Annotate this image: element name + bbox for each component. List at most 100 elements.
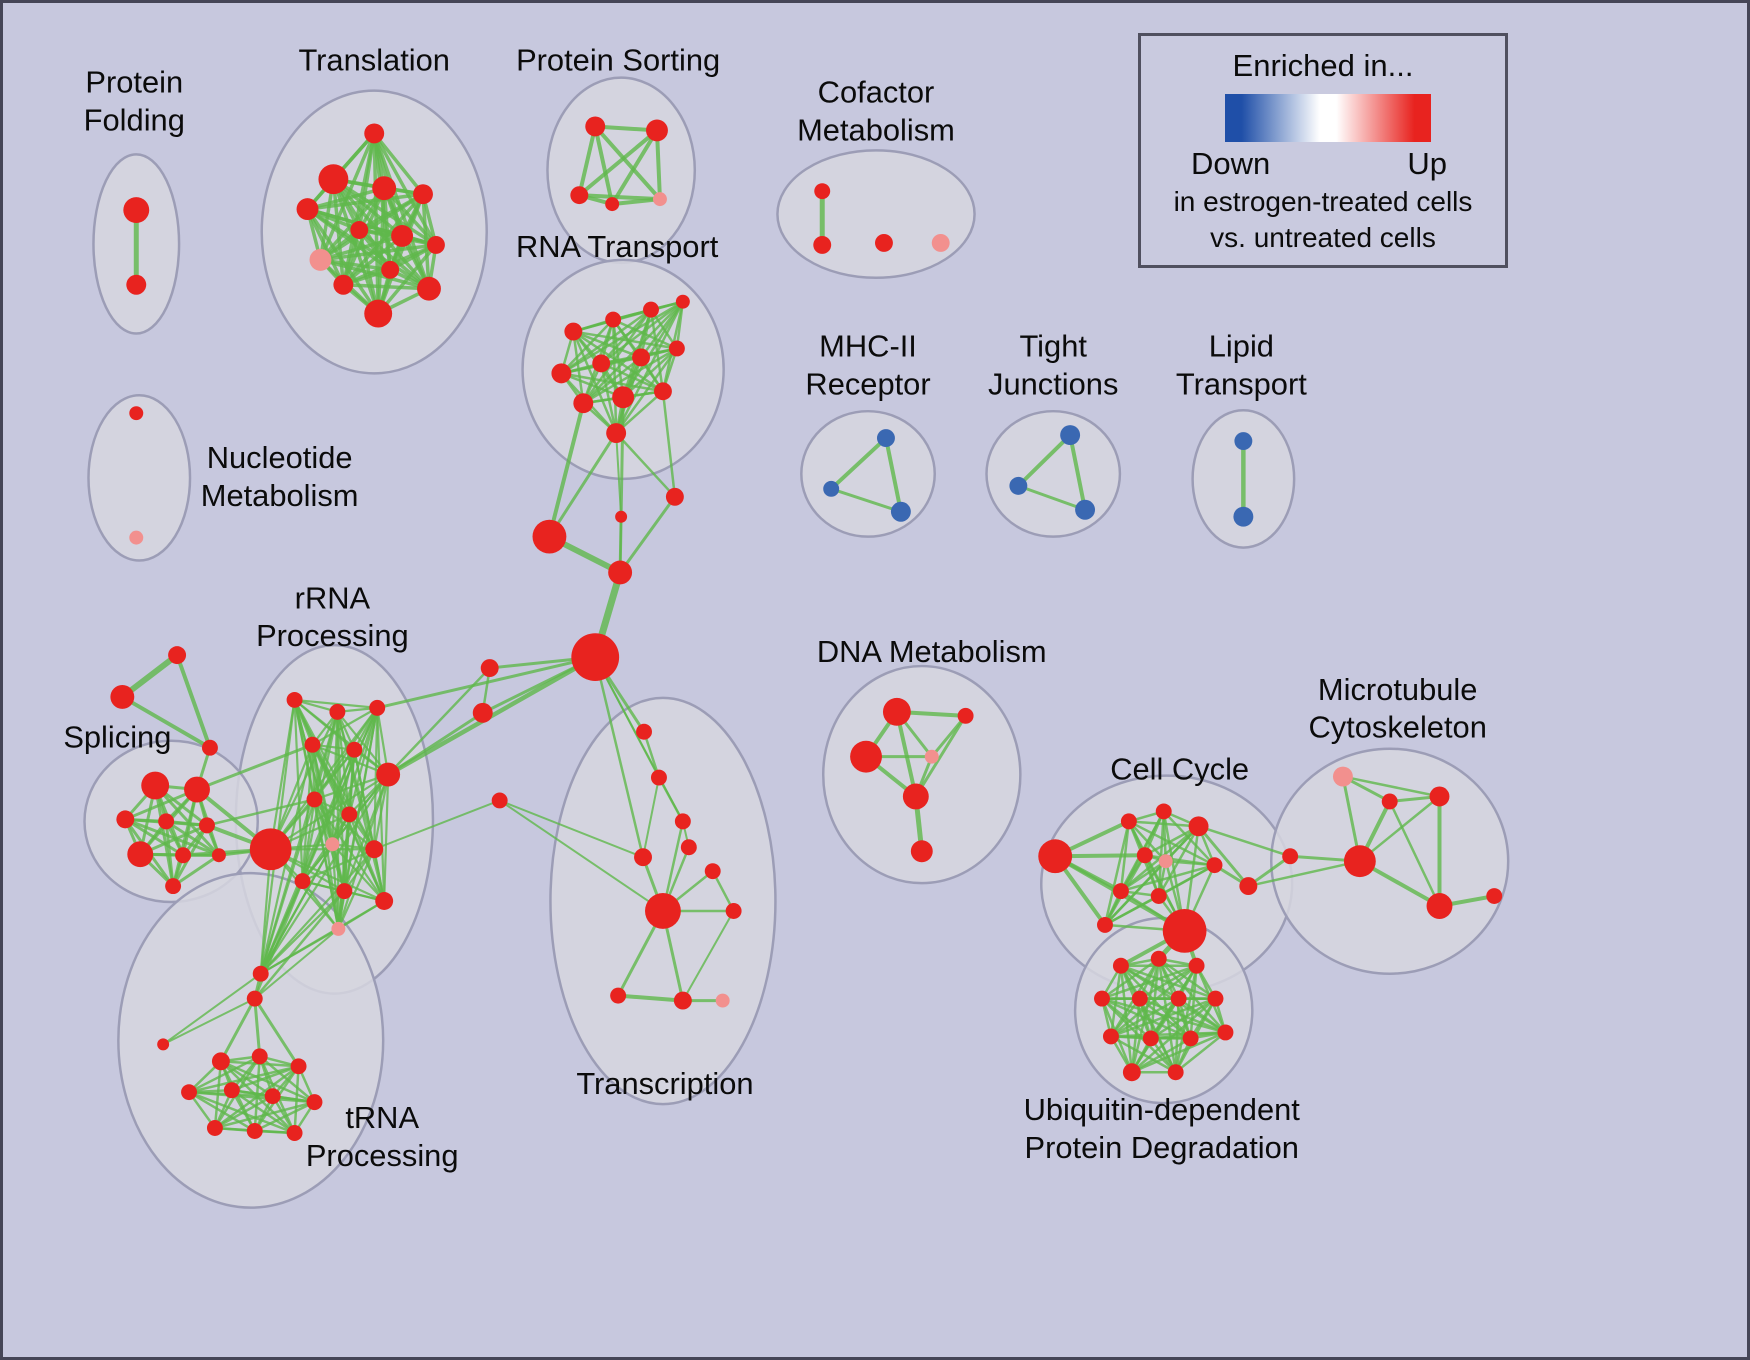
cluster-label-nucleotide-metabolism: Nucleotide	[207, 440, 353, 475]
edge	[1177, 997, 1227, 1034]
node-cc8	[1112, 883, 1129, 900]
node-cc4	[1188, 816, 1209, 837]
cluster-label-protein-folding: Folding	[84, 102, 185, 137]
node-t8	[391, 225, 414, 247]
edge	[1119, 820, 1131, 893]
node-tn5	[223, 1082, 240, 1099]
node-d1	[882, 697, 911, 726]
edge	[582, 347, 679, 405]
node-lt1	[1234, 432, 1253, 451]
node-c1	[665, 487, 684, 506]
edge	[123, 817, 221, 857]
node-u5	[1131, 990, 1148, 1007]
node-tr1	[168, 646, 187, 665]
edge	[577, 128, 659, 198]
edge	[593, 655, 645, 859]
edge	[829, 487, 903, 514]
edge	[373, 799, 501, 851]
node-u3	[1188, 957, 1205, 974]
node-rr5	[346, 741, 363, 758]
edge	[253, 1100, 316, 1133]
cluster-ellipse-microtubule-cytoskeleton	[1269, 747, 1510, 975]
edge	[610, 197, 662, 207]
node-u2	[1150, 950, 1167, 967]
node-mc3	[1429, 786, 1450, 807]
node-t1	[364, 123, 385, 144]
node-tx10	[673, 991, 692, 1010]
node-nm2	[129, 530, 144, 545]
node-lt2	[1233, 506, 1254, 527]
node-ps5	[652, 192, 667, 207]
edge	[253, 997, 262, 1058]
node-tr2	[110, 684, 135, 709]
node-r5	[551, 363, 572, 384]
legend: Enriched in... Down Up in estrogen-treat…	[1138, 33, 1508, 268]
legend-caption-line1: in estrogen-treated cells	[1173, 186, 1473, 217]
edge	[1109, 964, 1198, 1038]
node-r8	[668, 340, 685, 357]
node-u9	[1142, 1030, 1159, 1047]
edge	[1162, 810, 1216, 867]
edge	[213, 1100, 316, 1130]
edge	[560, 318, 615, 375]
node-mh1	[876, 429, 895, 448]
edge	[577, 193, 662, 202]
edge	[1100, 957, 1160, 1000]
node-cc2	[1120, 813, 1137, 830]
edge	[599, 300, 685, 365]
node-tx9	[610, 987, 627, 1004]
edge	[577, 124, 598, 198]
edge	[171, 853, 221, 888]
node-mc6	[1426, 893, 1453, 919]
node-sp5	[198, 817, 215, 834]
edge	[1138, 964, 1198, 1000]
node-r2	[605, 311, 622, 328]
edge	[253, 997, 301, 1068]
edge	[1157, 957, 1227, 1034]
cluster-label-protein-folding: Protein	[85, 65, 183, 100]
cluster-label-translation: Translation	[298, 43, 450, 78]
cluster-label-mhc-ii-receptor: Receptor	[805, 366, 930, 401]
node-mc4	[1282, 848, 1299, 865]
legend-up-label: Up	[1407, 146, 1447, 181]
cluster-label-rna-transport: RNA Transport	[516, 229, 719, 264]
edge	[162, 997, 256, 1046]
edge	[614, 300, 685, 435]
cluster-ellipse-trna-processing	[117, 871, 385, 1209]
cluster-ellipse-mhc-ii-receptor	[800, 409, 936, 538]
edge	[1068, 433, 1088, 512]
edge	[1100, 964, 1198, 1000]
node-tx7	[704, 863, 721, 880]
edge	[1197, 825, 1292, 858]
node-r9	[573, 393, 594, 414]
cluster-label-tight-junctions: Junctions	[988, 366, 1118, 401]
node-c5	[480, 659, 499, 678]
edge	[1109, 997, 1180, 1038]
cluster-label-cofactor-metabolism: Metabolism	[797, 112, 955, 147]
edge	[1130, 1031, 1227, 1074]
node-tn3	[290, 1058, 307, 1075]
node-tx3	[674, 813, 691, 830]
node-tn9	[246, 1123, 263, 1139]
edge	[582, 308, 653, 405]
edge	[376, 706, 386, 903]
edge	[618, 495, 677, 574]
edge	[357, 228, 380, 316]
node-mh2	[823, 480, 840, 497]
node-t5	[413, 184, 433, 205]
node-tx4	[634, 848, 652, 867]
legend-caption-line2: vs. untreated cells	[1210, 222, 1436, 253]
node-r11	[653, 382, 672, 401]
edge	[259, 843, 334, 975]
node-sp6	[127, 841, 154, 868]
edge	[318, 186, 386, 262]
edge	[337, 813, 351, 930]
cluster-label-tight-junctions: Tight	[1019, 328, 1087, 363]
node-tj1	[1060, 425, 1081, 446]
edge	[614, 431, 677, 499]
node-cc6	[1158, 854, 1173, 869]
edge	[1109, 1035, 1177, 1074]
node-t9	[426, 235, 445, 254]
node-sp1	[141, 771, 170, 800]
node-rr9	[341, 806, 358, 823]
